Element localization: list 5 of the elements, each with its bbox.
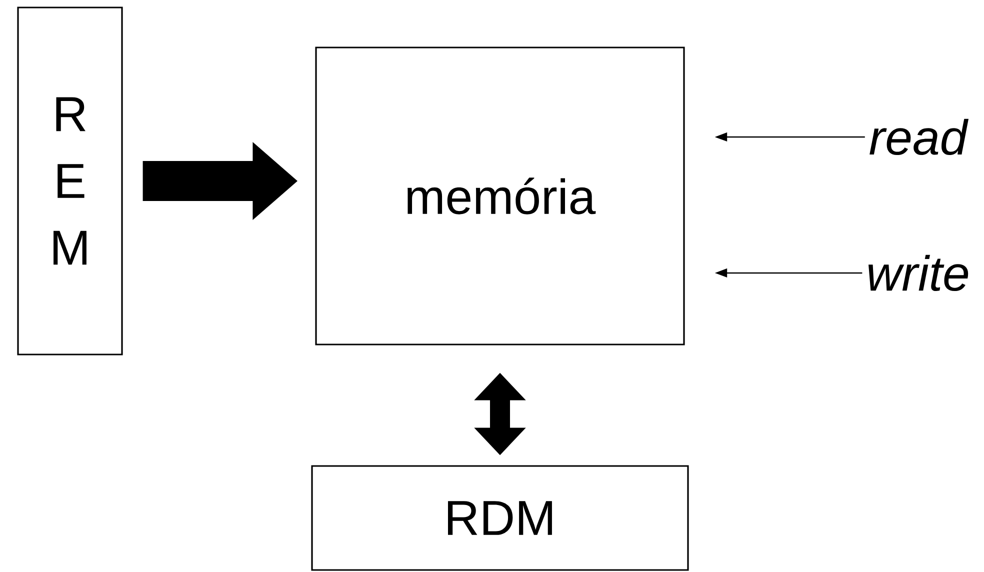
box: RDM [311,465,689,571]
signal-label: read [870,118,969,156]
signal-label: write [868,254,968,292]
box: R E M [17,6,123,356]
box: memória [315,46,685,346]
